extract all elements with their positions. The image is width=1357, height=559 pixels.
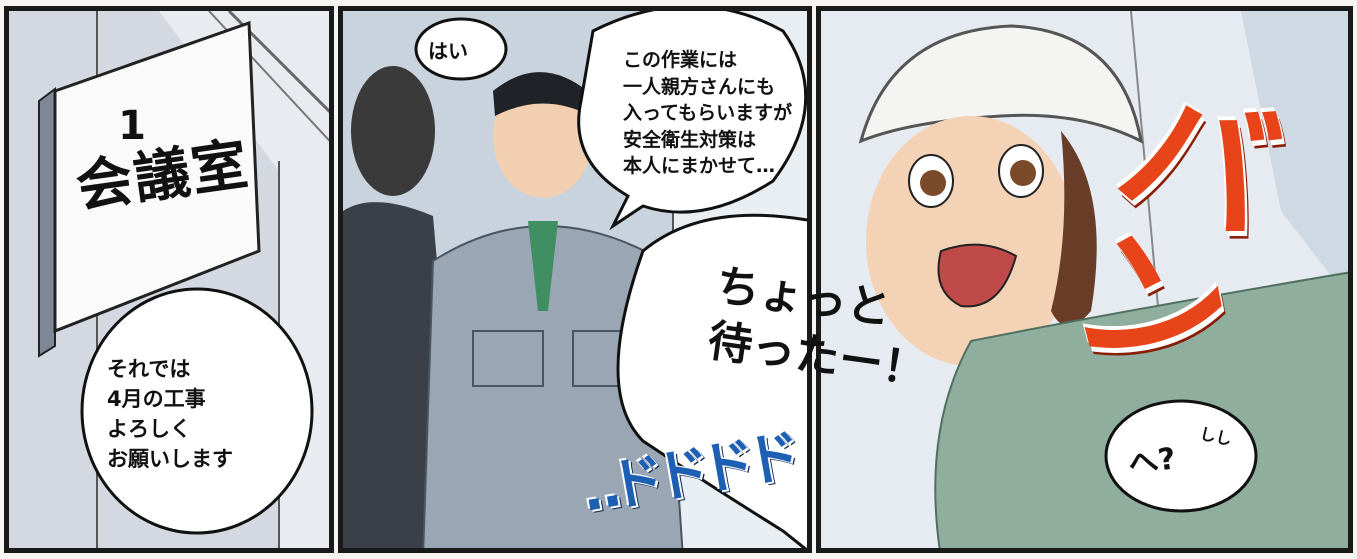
bubble-sorede-wa-outline [80,287,314,535]
meeting-room-sign [53,20,261,334]
worker-hair [493,72,593,116]
bubble-kono-sagyou-outline [577,11,807,231]
speech-bubble-sorede-wa: それでは 4月の工事 よろしく お願いします [107,357,233,471]
speech-bubble-kono-sagyou: この作業には 一人親方さんにも 入ってもらいますが 安全衛生対策は 本人にまかせ… [623,49,793,177]
speech-bubble-he: へ? [1126,441,1178,483]
panel-interruption [816,6,1353,553]
bubble-chotto-outline [616,213,807,548]
woman-hair [1051,131,1097,326]
panel3-background-art [821,11,1348,548]
bubble-he-outline [1104,399,1258,513]
client-head [351,66,435,196]
panel1-background-art [9,11,329,548]
sign-room-number: 1 [118,103,146,149]
panel-conversation: はい この作業には 一人親方さんにも 入ってもらいますが 安全衛生対策は 本人に… [338,6,812,553]
panel-meeting-room-sign: 1 会議室 それでは 4月の工事 よろしく お願いします [4,6,334,553]
panel2-background-art [343,11,807,548]
bubble-hai-outline [414,17,508,81]
worker-tie [528,221,558,311]
open-mouth [937,243,1018,308]
speech-bubble-hai: はい [428,39,468,63]
